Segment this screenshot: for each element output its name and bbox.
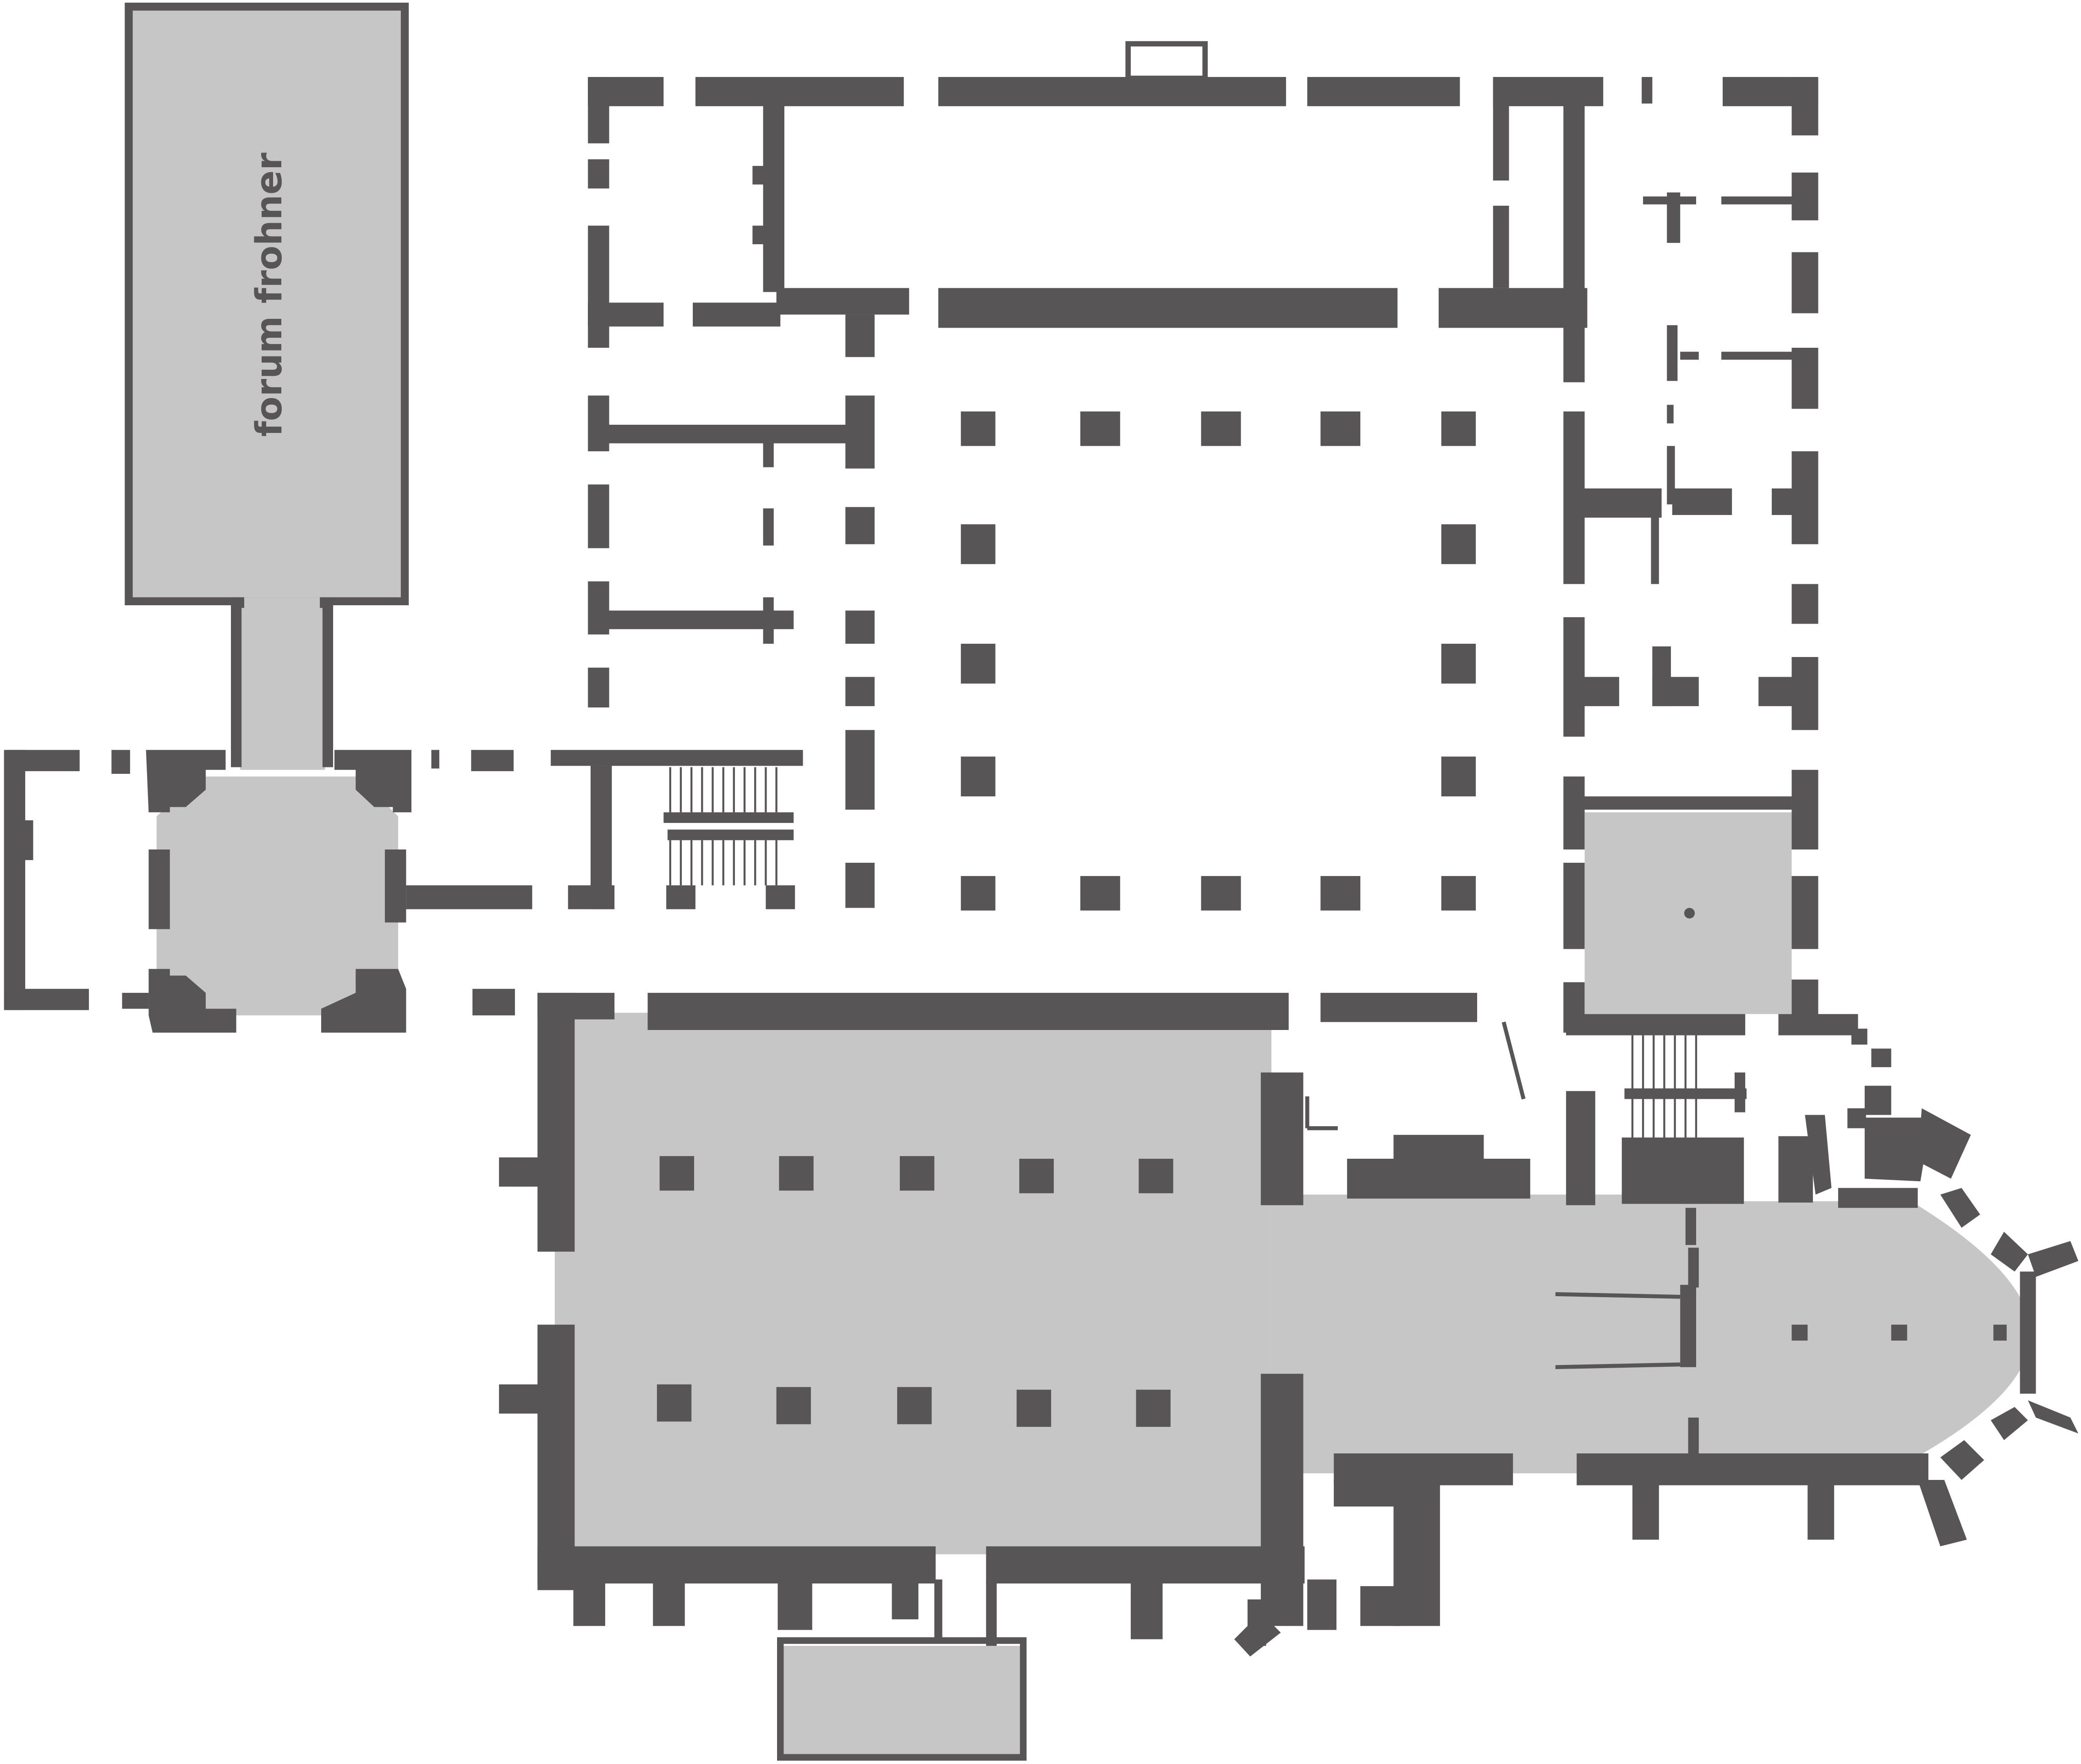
- stair-west: [663, 767, 794, 886]
- forum-frohner-corridor: [240, 597, 325, 770]
- cloister-piers: [961, 411, 1476, 911]
- church-choir: [1271, 1194, 1696, 1474]
- church-apse: [1685, 1201, 2031, 1460]
- church-nave: [554, 1013, 1272, 1555]
- church: [499, 992, 2079, 1761]
- forum-frohner-label: forum frohner: [248, 153, 290, 437]
- south-porch: [780, 1646, 1024, 1759]
- octagonal-room: [156, 776, 399, 1016]
- stair-choir: [1631, 1035, 1698, 1142]
- forum-frohner-wing: [4, 2, 532, 1033]
- cloister-wings: [551, 41, 1858, 1035]
- forum-frohner-hall: [125, 2, 409, 605]
